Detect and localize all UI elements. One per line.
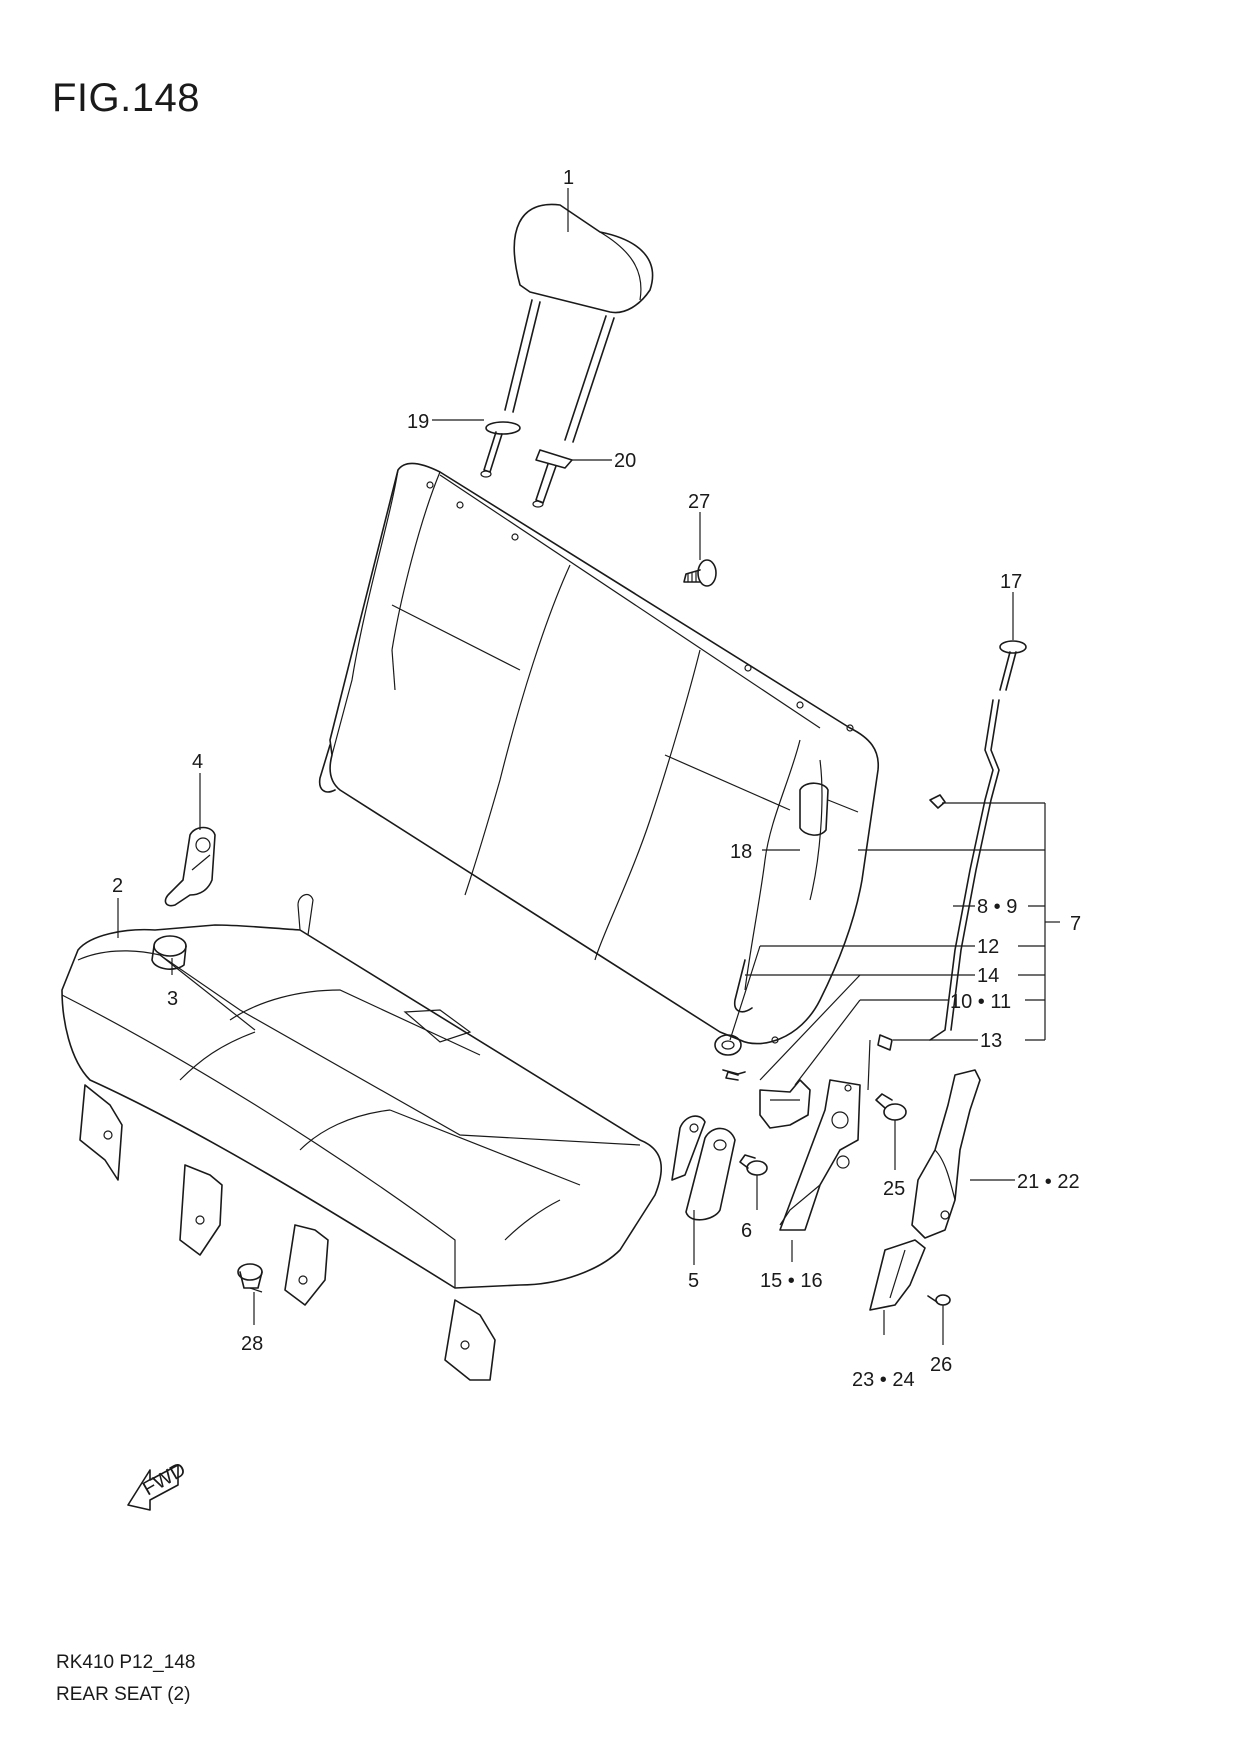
callout-3: 3 bbox=[167, 988, 178, 1010]
clip-27-drawing bbox=[683, 559, 717, 587]
hinge-4-drawing bbox=[164, 826, 216, 907]
callout-28: 28 bbox=[241, 1333, 263, 1355]
callout-4: 4 bbox=[192, 751, 203, 773]
callout-12: 12 bbox=[977, 936, 999, 958]
figure-name: REAR SEAT (2) bbox=[56, 1684, 191, 1705]
callout-7: 7 bbox=[1070, 913, 1081, 935]
buckle-cover-3-drawing bbox=[151, 935, 187, 970]
lever-10-11-drawing bbox=[725, 1071, 811, 1129]
callout-leader-lines bbox=[117, 188, 1060, 1345]
belt-guide-18-drawing bbox=[799, 782, 859, 836]
callout-17: 17 bbox=[1000, 571, 1022, 593]
callout-8-9: 8 • 9 bbox=[977, 896, 1017, 918]
callout-25: 25 bbox=[883, 1178, 905, 1200]
seat-cushion-drawing bbox=[61, 893, 662, 1289]
callout-18: 18 bbox=[730, 841, 752, 863]
headrest-drawing bbox=[504, 203, 654, 443]
callout-5: 5 bbox=[688, 1270, 699, 1292]
callout-2: 2 bbox=[112, 875, 123, 897]
callout-20: 20 bbox=[614, 450, 636, 472]
callout-23-24: 23 • 24 bbox=[852, 1369, 915, 1391]
callout-numbers: 1 2 3 4 5 6 7 8 • 9 10 • 11 12 13 14 15 … bbox=[112, 167, 1081, 1391]
fwd-arrow: FWD bbox=[127, 1458, 190, 1511]
figure-code: RK410 P12_148 bbox=[56, 1652, 196, 1673]
callout-21-22: 21 • 22 bbox=[1017, 1171, 1080, 1193]
bolt-28-drawing bbox=[237, 1263, 263, 1293]
cover-23-24-drawing bbox=[869, 1239, 926, 1311]
figure-title: FIG.148 bbox=[52, 76, 201, 120]
bolt-25-drawing bbox=[875, 1093, 907, 1121]
pivot-cover-12-drawing bbox=[714, 1034, 779, 1075]
callout-14: 14 bbox=[977, 965, 999, 987]
cushion-legs-drawing bbox=[79, 1084, 706, 1381]
callout-19: 19 bbox=[407, 411, 429, 433]
callout-15-16: 15 • 16 bbox=[760, 1270, 823, 1292]
screw-26-drawing bbox=[927, 1294, 951, 1306]
hinge-cover-5-drawing bbox=[685, 1127, 736, 1221]
bolt-6-drawing bbox=[739, 1154, 768, 1190]
callout-6: 6 bbox=[741, 1220, 752, 1242]
callout-13: 13 bbox=[980, 1030, 1002, 1052]
callout-26: 26 bbox=[930, 1354, 952, 1376]
cover-21-22-drawing bbox=[911, 1069, 981, 1239]
seat-back-drawing bbox=[318, 462, 879, 1045]
lock-mechanism-15-16-drawing bbox=[779, 1079, 861, 1231]
release-rod-17-drawing bbox=[877, 640, 1027, 1051]
callout-27: 27 bbox=[688, 491, 710, 513]
callout-10-11: 10 • 11 bbox=[950, 991, 1011, 1013]
callout-1: 1 bbox=[563, 167, 574, 189]
headrest-guide-20-drawing bbox=[532, 449, 573, 508]
fwd-label: FWD bbox=[139, 1458, 189, 1500]
headrest-guide-19-drawing bbox=[480, 421, 521, 478]
